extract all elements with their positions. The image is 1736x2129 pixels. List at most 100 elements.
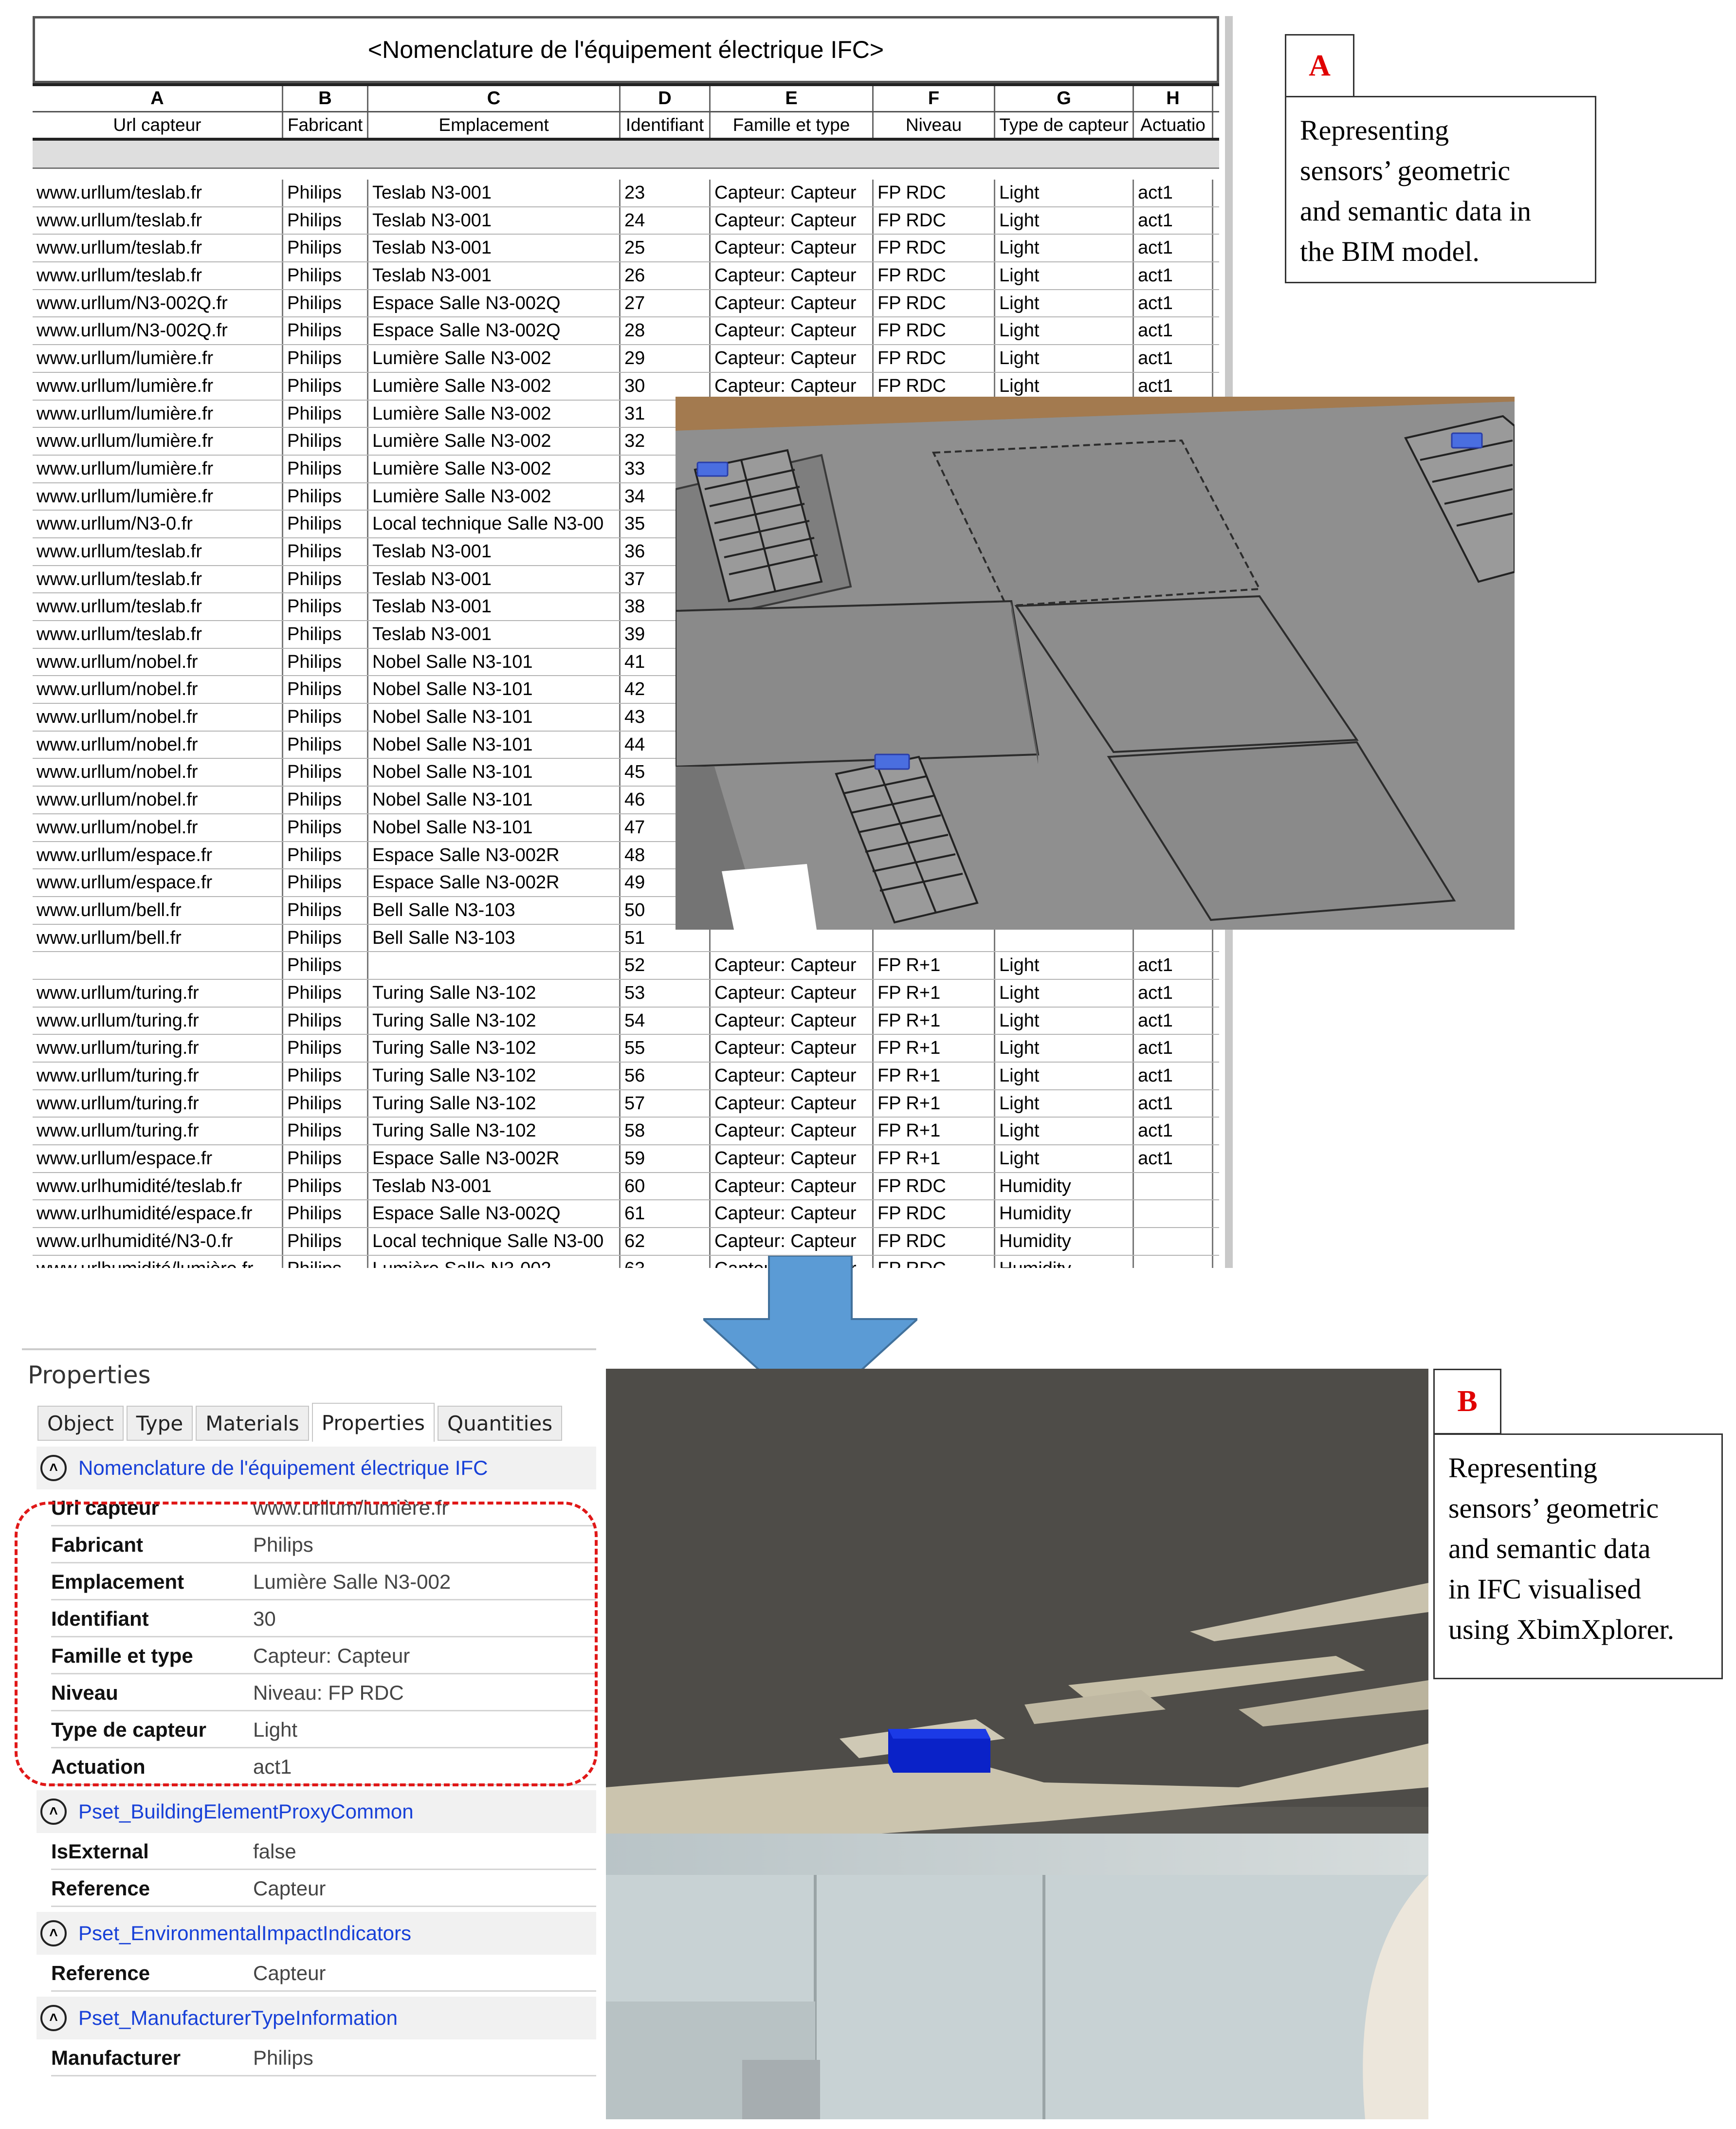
- tab-object[interactable]: Object: [37, 1406, 124, 1441]
- table-cell[interactable]: Philips: [283, 897, 368, 924]
- table-cell[interactable]: Philips: [283, 317, 368, 345]
- table-cell[interactable]: Philips: [283, 262, 368, 289]
- table-cell[interactable]: Espace Salle N3-002R: [368, 842, 621, 869]
- table-cell[interactable]: act1: [1134, 979, 1213, 1007]
- table-cell[interactable]: 51: [621, 924, 711, 952]
- table-cell[interactable]: 30: [621, 372, 711, 400]
- pset-header[interactable]: ˄Pset_EnvironmentalImpactIndicators: [37, 1912, 596, 1955]
- table-cell[interactable]: Capteur: Capteur: [711, 1145, 874, 1172]
- table-cell[interactable]: Capteur: Capteur: [711, 1200, 874, 1228]
- pset-title[interactable]: Nomenclature de l'équipement électrique …: [78, 1456, 488, 1479]
- table-cell[interactable]: Teslab N3-001: [368, 566, 621, 593]
- table-cell[interactable]: FP RDC: [874, 180, 995, 206]
- column-header[interactable]: Niveau: [874, 112, 995, 138]
- table-cell[interactable]: Turing Salle N3-102: [368, 1007, 621, 1034]
- table-cell[interactable]: www.urllum/nobel.fr: [33, 648, 283, 676]
- table-cell[interactable]: Espace Salle N3-002R: [368, 869, 621, 896]
- table-cell[interactable]: www.urllum/teslab.fr: [33, 262, 283, 289]
- table-cell[interactable]: Philips: [283, 511, 368, 537]
- table-cell[interactable]: Light: [995, 290, 1134, 317]
- tab-type[interactable]: Type: [126, 1406, 193, 1441]
- table-cell[interactable]: act1: [1134, 180, 1213, 206]
- table-cell[interactable]: www.urllum/turing.fr: [33, 1035, 283, 1062]
- table-cell[interactable]: FP R+1: [874, 1035, 995, 1062]
- table-cell[interactable]: Philips: [283, 483, 368, 510]
- pset-header[interactable]: ˄ Nomenclature de l'équipement électrique…: [37, 1447, 596, 1489]
- table-cell[interactable]: Nobel Salle N3-101: [368, 759, 621, 786]
- table-cell[interactable]: Nobel Salle N3-101: [368, 704, 621, 731]
- table-cell[interactable]: www.urllum/lumière.fr: [33, 400, 283, 427]
- table-cell[interactable]: 63: [621, 1255, 711, 1268]
- chevron-up-icon[interactable]: ˄: [40, 1920, 67, 1946]
- table-cell[interactable]: Humidity: [995, 1173, 1134, 1200]
- ifc-3d-view[interactable]: [606, 1369, 1428, 2119]
- table-cell[interactable]: Capteur: Capteur: [711, 235, 874, 262]
- table-cell[interactable]: 52: [621, 952, 711, 979]
- table-cell[interactable]: FP RDC: [874, 1200, 995, 1228]
- table-cell[interactable]: Capteur: Capteur: [711, 290, 874, 317]
- table-cell[interactable]: Light: [995, 1118, 1134, 1145]
- table-cell[interactable]: Nobel Salle N3-101: [368, 731, 621, 758]
- column-header[interactable]: Emplacement: [368, 112, 621, 138]
- table-cell[interactable]: www.urllum/lumière.fr: [33, 372, 283, 400]
- column-header[interactable]: Identifiant: [621, 112, 711, 138]
- table-cell[interactable]: Philips: [283, 1090, 368, 1117]
- table-cell[interactable]: Capteur: Capteur: [711, 1118, 874, 1145]
- table-cell[interactable]: Capteur: Capteur: [711, 979, 874, 1007]
- pset-header[interactable]: ˄Pset_ManufacturerTypeInformation: [37, 1997, 596, 2039]
- table-cell[interactable]: [1134, 1228, 1213, 1255]
- table-cell[interactable]: FP R+1: [874, 1145, 995, 1172]
- table-cell[interactable]: Philips: [283, 372, 368, 400]
- table-cell[interactable]: www.urllum/teslab.fr: [33, 180, 283, 206]
- table-cell[interactable]: Light: [995, 1090, 1134, 1117]
- table-cell[interactable]: act1: [1134, 1145, 1213, 1172]
- table-cell[interactable]: act1: [1134, 317, 1213, 345]
- table-cell[interactable]: Espace Salle N3-002R: [368, 1145, 621, 1172]
- table-cell[interactable]: www.urllum/teslab.fr: [33, 235, 283, 262]
- table-cell[interactable]: Humidity: [995, 1200, 1134, 1228]
- bim-model-3d-view[interactable]: [676, 397, 1515, 930]
- table-cell[interactable]: Lumière Salle N3-002: [368, 345, 621, 372]
- table-cell[interactable]: www.urlhumidité/N3-0.fr: [33, 1228, 283, 1255]
- table-cell[interactable]: FP R+1: [874, 1090, 995, 1117]
- column-header[interactable]: Type de capteur: [995, 112, 1134, 138]
- table-cell[interactable]: Philips: [283, 235, 368, 262]
- table-cell[interactable]: 60: [621, 1173, 711, 1200]
- table-cell[interactable]: www.urllum/nobel.fr: [33, 759, 283, 786]
- table-cell[interactable]: www.urllum/lumière.fr: [33, 455, 283, 482]
- table-cell[interactable]: Philips: [283, 1063, 368, 1089]
- table-cell[interactable]: www.urllum/teslab.fr: [33, 538, 283, 565]
- chevron-up-icon[interactable]: ˄: [40, 1455, 67, 1481]
- table-cell[interactable]: act1: [1134, 1035, 1213, 1062]
- table-cell[interactable]: Philips: [283, 1145, 368, 1172]
- column-header[interactable]: Famille et type: [711, 112, 874, 138]
- tab-quantities[interactable]: Quantities: [438, 1406, 563, 1441]
- table-cell[interactable]: Teslab N3-001: [368, 538, 621, 565]
- table-cell[interactable]: Capteur: Capteur: [711, 952, 874, 979]
- table-cell[interactable]: Philips: [283, 676, 368, 703]
- table-cell[interactable]: www.urllum/lumière.fr: [33, 428, 283, 455]
- table-cell[interactable]: Philips: [283, 1173, 368, 1200]
- table-cell[interactable]: Capteur: Capteur: [711, 1173, 874, 1200]
- table-cell[interactable]: FP RDC: [874, 235, 995, 262]
- table-cell[interactable]: Capteur: Capteur: [711, 1063, 874, 1089]
- table-cell[interactable]: www.urlhumidité/lumière.fr: [33, 1255, 283, 1268]
- table-cell[interactable]: [995, 924, 1134, 952]
- table-cell[interactable]: FP RDC: [874, 1173, 995, 1200]
- table-cell[interactable]: Teslab N3-001: [368, 262, 621, 289]
- table-cell[interactable]: FP RDC: [874, 1228, 995, 1255]
- table-cell[interactable]: Light: [995, 1063, 1134, 1089]
